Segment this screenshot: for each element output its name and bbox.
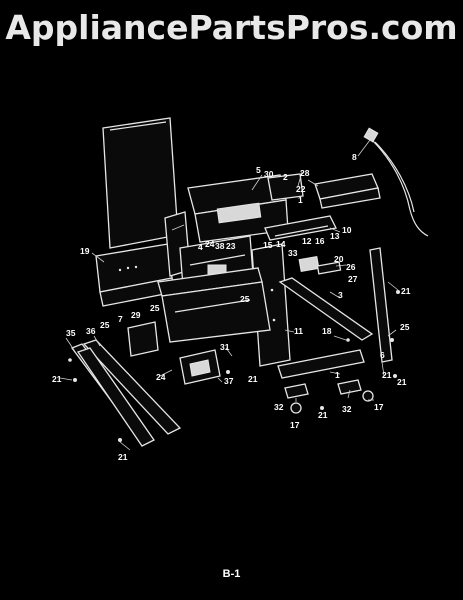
- bottom-rail: [277, 349, 365, 379]
- callout-11: 11: [294, 326, 303, 336]
- callout-18: 18: [322, 326, 332, 336]
- callout-25-mid: 25: [240, 294, 250, 304]
- lower-rail: [76, 339, 182, 447]
- callout-2: 2: [283, 172, 288, 182]
- door-trim-panel: [95, 243, 176, 307]
- switch-bracket: [264, 215, 337, 241]
- base-frame: [157, 267, 271, 343]
- callout-23: 23: [226, 241, 236, 251]
- watermark-text: AppliancePartsPros.com: [5, 8, 458, 47]
- mount-bracket: [127, 321, 159, 357]
- callout-21-foot: 21: [382, 370, 392, 380]
- callout-6: 6: [380, 350, 385, 360]
- callout-12: 12: [302, 236, 312, 246]
- callout-24-top: 24: [205, 239, 215, 249]
- screw-set: [68, 290, 400, 442]
- callout-21-left: 21: [52, 374, 62, 384]
- callout-37: 37: [224, 376, 234, 386]
- callout-25-farleft: 25: [100, 320, 110, 330]
- callout-32-left: 32: [274, 402, 284, 412]
- console-cover: [314, 173, 381, 209]
- callout-29: 29: [131, 310, 141, 320]
- leveling-foot-right: [337, 379, 374, 402]
- callout-24-bottom: 24: [156, 372, 166, 382]
- callout-14: 14: [276, 239, 286, 249]
- callout-30: 30: [264, 169, 274, 179]
- leader-lines: [59, 139, 399, 451]
- callout-21-upper-right: 21: [401, 286, 411, 296]
- callout-5: 5: [256, 165, 261, 175]
- callout-35: 35: [66, 328, 76, 338]
- page-label: B-1: [222, 568, 241, 580]
- callout-21-center: 21: [248, 374, 258, 384]
- latch-assembly: [179, 349, 221, 385]
- leveling-foot-left: [284, 383, 309, 414]
- water-valve: [298, 255, 342, 275]
- power-cord: [363, 127, 429, 237]
- callout-21-lower: 21: [318, 410, 328, 420]
- callout-31: 31: [220, 342, 230, 352]
- callout-38: 38: [215, 241, 225, 251]
- callout-labels: 8 5 30 2 28 22 1 13 10 15 14 12 16 33 19…: [52, 152, 411, 462]
- callout-8: 8: [352, 152, 357, 162]
- callout-33: 33: [288, 248, 298, 258]
- callout-13: 13: [330, 231, 340, 241]
- callout-17-left: 17: [290, 420, 300, 430]
- callout-17-right: 17: [374, 402, 384, 412]
- callout-25-right: 25: [400, 322, 410, 332]
- callout-7: 7: [118, 314, 123, 324]
- callout-19: 19: [80, 246, 90, 256]
- callout-36: 36: [86, 326, 96, 336]
- callout-26: 26: [346, 262, 356, 272]
- vertical-rail: [369, 247, 393, 363]
- callout-21-bottom: 21: [118, 452, 128, 462]
- callout-1-bottom: 1: [335, 370, 340, 380]
- callout-22: 22: [296, 184, 306, 194]
- side-rail: [278, 277, 374, 341]
- callout-28: 28: [300, 168, 310, 178]
- callout-3: 3: [338, 290, 343, 300]
- callout-16: 16: [315, 236, 325, 246]
- callout-20: 20: [334, 254, 344, 264]
- callout-1-top: 1: [298, 195, 303, 205]
- callout-32-right: 32: [342, 404, 352, 414]
- callout-27: 27: [348, 274, 358, 284]
- callout-21-right: 21: [397, 377, 407, 387]
- callout-4: 4: [198, 242, 203, 252]
- callout-10: 10: [342, 225, 352, 235]
- callout-25-left: 25: [150, 303, 160, 313]
- callout-15: 15: [263, 240, 273, 250]
